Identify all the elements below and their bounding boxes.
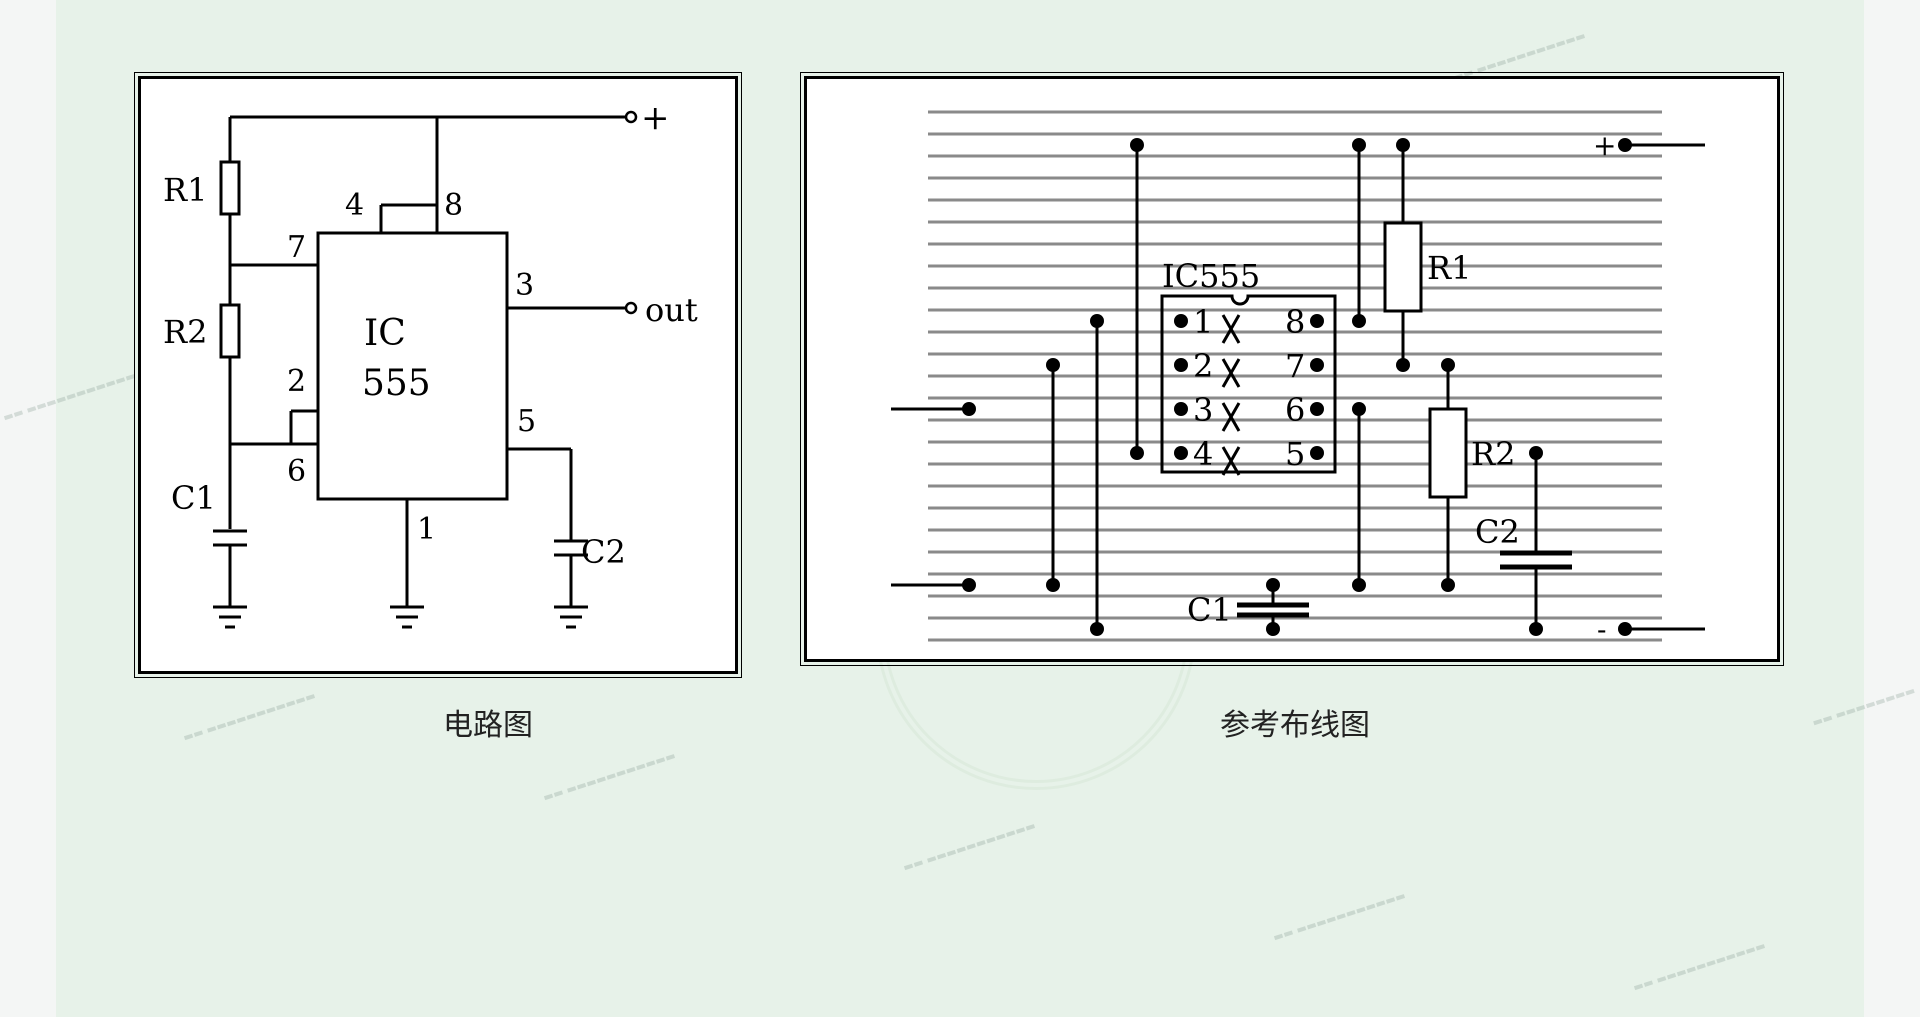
solder-point bbox=[962, 402, 976, 416]
ic-555-outline bbox=[1160, 294, 1337, 474]
solder-point bbox=[1266, 578, 1280, 592]
ic-pin-dot bbox=[1174, 402, 1188, 416]
label-pin8: 8 bbox=[444, 188, 463, 223]
label-pin2: 2 bbox=[1193, 347, 1213, 385]
label-pin6: 6 bbox=[1285, 391, 1305, 429]
label-pin7: 7 bbox=[287, 230, 306, 265]
ic-pin-dot bbox=[1310, 314, 1324, 328]
solder-point bbox=[1441, 358, 1455, 372]
label-c1: C1 bbox=[171, 479, 216, 517]
label-pin5: 5 bbox=[517, 404, 536, 439]
label-pin4: 4 bbox=[1193, 435, 1213, 473]
solder-point bbox=[1090, 314, 1104, 328]
solder-point bbox=[1396, 358, 1410, 372]
label-ic-line1: IC bbox=[364, 313, 406, 354]
label-pin1: 1 bbox=[417, 512, 436, 547]
cut-mark bbox=[1221, 314, 1241, 344]
ic-555-body bbox=[316, 231, 509, 501]
label-minus: - bbox=[1597, 613, 1606, 646]
solder-point bbox=[1090, 622, 1104, 636]
terminal-out bbox=[624, 301, 638, 315]
label-c1: C1 bbox=[1187, 591, 1232, 629]
label-pin4: 4 bbox=[345, 188, 364, 223]
solder-point bbox=[1352, 402, 1366, 416]
label-pin8: 8 bbox=[1285, 303, 1305, 341]
solder-point bbox=[1529, 622, 1543, 636]
label-pin6: 6 bbox=[287, 454, 306, 489]
ic-pin-dot bbox=[1310, 402, 1324, 416]
label-c2: C2 bbox=[581, 533, 626, 571]
solder-point bbox=[1529, 446, 1543, 460]
layout-svg: IC555 1 2 3 4 8 7 6 5 R1 R2 C2 C1 + - bbox=[891, 110, 1705, 646]
terminal-plus bbox=[624, 110, 638, 124]
cut-mark bbox=[1221, 402, 1241, 432]
label-pin3: 3 bbox=[515, 268, 534, 303]
cut-mark bbox=[1221, 446, 1241, 476]
solder-point bbox=[1396, 138, 1410, 152]
solder-point bbox=[1352, 314, 1366, 328]
solder-point bbox=[1266, 622, 1280, 636]
solder-point bbox=[1441, 578, 1455, 592]
solder-point bbox=[1618, 622, 1632, 636]
label-plus: + bbox=[641, 98, 670, 138]
ic-pin-dot bbox=[1174, 314, 1188, 328]
schematic-diagram: + out R1 R2 C1 C2 IC 555 4 8 7 3 2 6 5 1 bbox=[134, 72, 742, 678]
solder-point bbox=[1130, 446, 1144, 460]
label-pin3: 3 bbox=[1193, 391, 1213, 429]
label-r1: R1 bbox=[163, 171, 207, 209]
ic-pin-dot bbox=[1310, 446, 1324, 460]
solder-point bbox=[1618, 138, 1632, 152]
cut-mark bbox=[1221, 358, 1241, 388]
label-r2: R2 bbox=[1471, 435, 1515, 473]
label-pin5: 5 bbox=[1285, 435, 1305, 473]
label-pin7: 7 bbox=[1285, 347, 1305, 385]
label-ic-line2: 555 bbox=[362, 363, 431, 404]
ic-pin-dot bbox=[1174, 358, 1188, 372]
schematic-caption: 电路图 bbox=[443, 708, 533, 743]
resistor-r2 bbox=[1428, 407, 1468, 499]
label-r2: R2 bbox=[163, 313, 207, 351]
layout-diagram: IC555 1 2 3 4 8 7 6 5 R1 R2 C2 C1 + - bbox=[800, 72, 1784, 666]
breadboard-stripes bbox=[928, 110, 1662, 642]
solder-point bbox=[1352, 138, 1366, 152]
label-pin2: 2 bbox=[287, 364, 306, 399]
label-plus: + bbox=[1593, 129, 1616, 162]
solder-point bbox=[962, 578, 976, 592]
ic-pin-dot bbox=[1310, 358, 1324, 372]
resistor-r2 bbox=[219, 303, 241, 359]
schematic-svg: + out R1 R2 C1 C2 IC 555 4 8 7 3 2 6 5 1 bbox=[163, 98, 698, 629]
resistor-r1 bbox=[1383, 221, 1423, 313]
label-r1: R1 bbox=[1427, 249, 1471, 287]
solder-point bbox=[1046, 358, 1060, 372]
solder-point bbox=[1046, 578, 1060, 592]
layout-caption: 参考布线图 bbox=[1220, 708, 1370, 743]
solder-point bbox=[1352, 578, 1366, 592]
label-ic: IC555 bbox=[1162, 257, 1260, 295]
label-out: out bbox=[645, 291, 698, 329]
resistor-r1 bbox=[219, 160, 241, 216]
solder-point bbox=[1130, 138, 1144, 152]
label-c2: C2 bbox=[1475, 513, 1520, 551]
ic-pin-dot bbox=[1174, 446, 1188, 460]
label-pin1: 1 bbox=[1193, 303, 1213, 341]
